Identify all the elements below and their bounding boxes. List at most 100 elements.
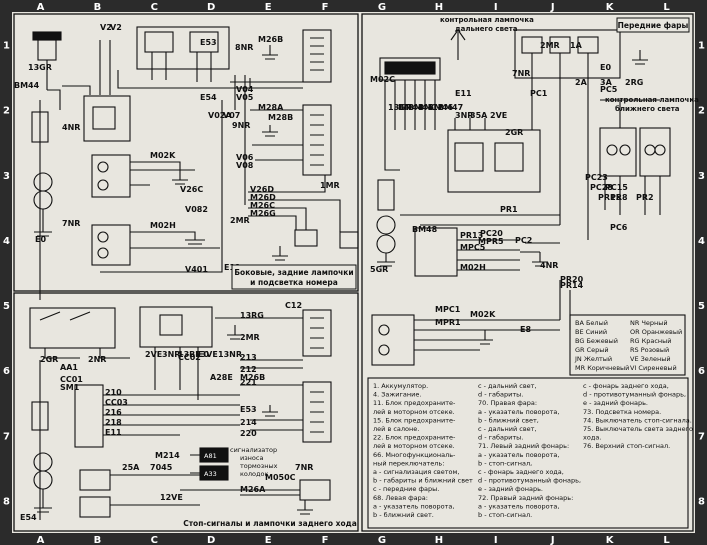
wire-label: 214 xyxy=(240,418,257,427)
grid-col-top: G xyxy=(378,2,386,13)
grid-col-bottom: G xyxy=(378,535,386,545)
wire-label: 2MR xyxy=(540,41,560,50)
wire-label: E0 xyxy=(600,63,611,72)
wire-label: CC03 xyxy=(105,398,128,407)
wire-label: V2 xyxy=(100,23,112,32)
wire-label: 7NR xyxy=(295,463,313,472)
wire-label: 2MR xyxy=(240,333,260,342)
wire-label: MPC5 xyxy=(460,243,486,252)
panel-top-left xyxy=(13,13,359,292)
grid-col-bottom: D xyxy=(207,535,215,545)
grid-bar-left xyxy=(0,0,12,545)
wire-label: E53 xyxy=(200,38,217,47)
legend-line: c - передние фары. xyxy=(373,485,439,493)
color-legend-entry: MR Коричневый xyxy=(575,364,629,372)
legend-line: d - габариты. xyxy=(478,391,523,399)
switch-66-right xyxy=(414,227,458,277)
wire-label: PR1 xyxy=(500,205,518,214)
wire-label: V26C xyxy=(180,185,203,194)
wire-label: 13RG xyxy=(240,311,264,320)
lamp-76-b xyxy=(79,496,111,518)
legend-line: e - задний фонарь. xyxy=(478,485,543,493)
fuse-block-15 xyxy=(136,26,230,70)
wire-label: V082 xyxy=(185,205,208,214)
legend-line: 68. Левая фара: xyxy=(373,494,428,502)
wire-label: 2VE xyxy=(145,350,162,359)
wire-label: MPR5 xyxy=(478,237,504,246)
tag-a81-label: A81 xyxy=(204,452,217,460)
wire-label: PC1 xyxy=(530,89,548,98)
color-legend-entry: VE Зеленый xyxy=(630,355,671,363)
legend-line: 76. Верхний стоп-сигнал. xyxy=(583,442,670,450)
wire-label: 2MR xyxy=(230,216,250,225)
wire-label: M214 xyxy=(155,451,180,460)
wire-label: SM1 xyxy=(60,383,80,392)
wire-label: AA1 xyxy=(60,363,78,372)
caption-bottom-left: Стоп-сигналы и лампочки заднего хода xyxy=(183,519,357,528)
wire-label: 7045 xyxy=(150,463,173,472)
wire-label: M02H xyxy=(460,263,486,272)
wire-label: E54 xyxy=(20,513,37,522)
caption-far-line1: контрольная лампочка xyxy=(440,16,534,24)
wire-label: M050C xyxy=(265,473,296,482)
fuse-block-22 xyxy=(139,306,213,348)
grid-col-top: L xyxy=(663,2,670,13)
grid-col-bottom: F xyxy=(322,535,329,545)
legend-line: a - указатель поворота, xyxy=(478,408,559,416)
legend-line: d - габариты. xyxy=(478,434,523,442)
legend-line: a - указатель поворота, xyxy=(478,451,559,459)
relay-68 xyxy=(83,95,131,142)
grid-row-right: 5 xyxy=(698,301,705,312)
legend-line: ный переключатель: xyxy=(373,459,444,467)
wire-label: M26D xyxy=(250,193,276,202)
grid-row-right: 7 xyxy=(698,431,705,442)
legend-line: 75. Выключатель света заднего xyxy=(583,425,693,433)
wire-label: V06 xyxy=(236,153,254,162)
wire-label: PR13 xyxy=(460,231,483,240)
wire-label: PR15 xyxy=(598,193,622,202)
grid-col-bottom: C xyxy=(151,535,158,545)
header-box-right xyxy=(616,17,690,33)
grid-col-top: J xyxy=(550,2,555,13)
wire-label: M26A xyxy=(240,485,266,494)
note-line1: сигнализатор xyxy=(230,446,277,454)
note-line2: износа xyxy=(240,454,263,462)
legend-line: c - фонарь заднего хода, xyxy=(478,468,564,476)
wire-label: PC5 xyxy=(600,85,618,94)
grid-bar-bottom xyxy=(0,533,707,545)
wire-label: PC15 xyxy=(605,183,628,192)
switch-59 xyxy=(371,314,415,366)
wire-label: V05 xyxy=(236,93,254,102)
wire-label: 221 xyxy=(240,378,257,387)
wire-label: M26B xyxy=(240,373,265,382)
wire-label: 212 xyxy=(240,365,257,374)
wire-label: BM12 xyxy=(418,103,443,112)
wire-label: 1A xyxy=(570,41,583,50)
grid-row-left: 2 xyxy=(3,106,10,117)
wire-label: M28A xyxy=(258,103,284,112)
wire-label: 13BE xyxy=(178,350,201,359)
grid-col-bottom: E xyxy=(265,535,272,545)
legend-line: 1. Аккумулятор. xyxy=(373,382,428,390)
wire-label: 210 xyxy=(105,388,122,397)
connector-72 xyxy=(302,309,332,357)
wire-label: M02K xyxy=(470,310,496,319)
wire-label: PC23 xyxy=(585,173,608,182)
panel-bottom-left xyxy=(13,292,359,532)
grid-col-bottom: I xyxy=(494,535,498,545)
wire-label: M02K xyxy=(150,151,176,160)
battery-2-plus xyxy=(33,452,53,472)
relay-66 xyxy=(74,384,104,448)
connector-7 xyxy=(37,39,57,61)
wire-label: BM48 xyxy=(412,225,438,234)
grid-row-left: 4 xyxy=(3,236,10,247)
legend-line: a - указатель поворота, xyxy=(373,502,454,510)
rear-lamp-55 xyxy=(91,224,131,266)
wire-label: V02A xyxy=(208,111,232,120)
legend-line: 66. Многофункциональ- xyxy=(373,451,456,459)
grid-row-left: 3 xyxy=(3,171,10,182)
wire-label: 13NR xyxy=(218,350,242,359)
